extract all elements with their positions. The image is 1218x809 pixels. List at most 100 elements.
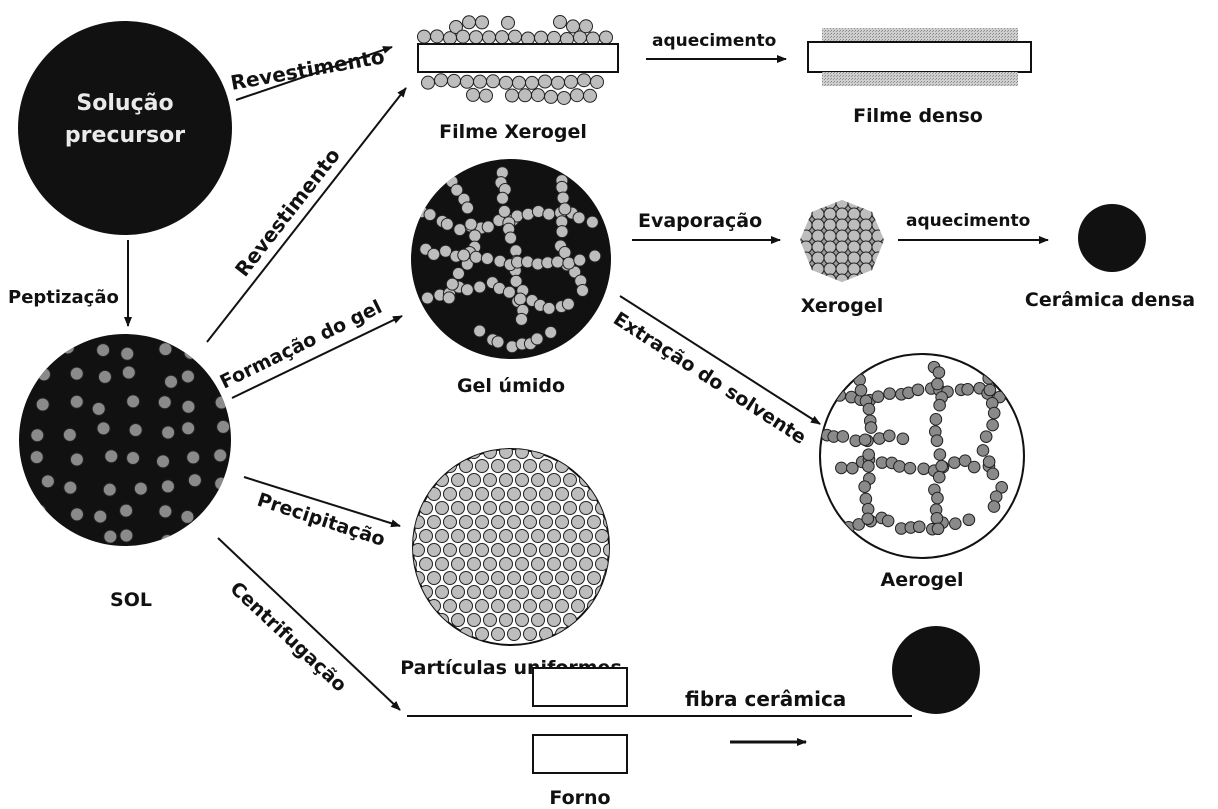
- xerogel-particle: [872, 219, 884, 231]
- film-particle: [539, 75, 552, 88]
- aerogel-particle: [932, 492, 944, 504]
- aerogel-particle: [931, 435, 943, 447]
- uniform-particle: [412, 600, 425, 613]
- uniform-particle: [420, 474, 433, 487]
- film-particle: [600, 31, 613, 44]
- xerogel-particle: [848, 208, 860, 220]
- sol-particle: [41, 475, 54, 488]
- uniform-particle: [596, 502, 609, 515]
- aerogel-particle: [968, 461, 980, 473]
- coating-top-label: Revestimento: [229, 44, 387, 95]
- film-particle: [435, 74, 448, 87]
- aerogel-particle: [950, 518, 962, 530]
- uniform-particle: [444, 572, 457, 585]
- wet-gel-node: Gel úmido: [411, 159, 611, 397]
- uniform-particle: [564, 502, 577, 515]
- uniform-particle: [444, 544, 457, 557]
- uniform-particle: [452, 614, 465, 627]
- film-particle: [502, 16, 515, 29]
- xerogel-film-label: Filme Xerogel: [439, 121, 587, 143]
- uniform-particle: [412, 488, 425, 501]
- dense-film-label: Filme denso: [853, 105, 983, 127]
- xerogel-particle: [872, 263, 884, 275]
- uniform-particle: [588, 572, 601, 585]
- xerogel-particle: [872, 230, 884, 242]
- uniform-particle: [404, 530, 417, 543]
- gel-particle: [543, 208, 555, 220]
- film-particle: [431, 30, 444, 43]
- wet-gel-label: Gel úmido: [457, 375, 565, 397]
- uniform-particle: [500, 558, 513, 571]
- xerogel-particle: [800, 208, 812, 220]
- xerogel-particle: [812, 274, 824, 286]
- gel-particle: [556, 181, 568, 193]
- xerogel-particle: [860, 252, 872, 264]
- xerogel-particle: [824, 230, 836, 242]
- sol-particle: [217, 420, 230, 433]
- sol-particle: [213, 536, 226, 549]
- aerogel-particle: [894, 461, 906, 473]
- film-particle: [418, 30, 431, 43]
- gel-particle: [446, 278, 458, 290]
- film-particle: [571, 89, 584, 102]
- uniform-particle: [436, 474, 449, 487]
- uniform-particle: [540, 460, 553, 473]
- film-particle: [506, 89, 519, 102]
- gel-particle: [428, 248, 440, 260]
- uniform-particle: [548, 474, 561, 487]
- precipitation-label: Precipitação: [254, 489, 387, 551]
- sol-particle: [30, 451, 43, 464]
- xerogel-particle: [884, 241, 896, 253]
- coating-diag-label: Revestimento: [230, 143, 345, 281]
- gel-particle: [589, 250, 601, 262]
- uniform-particle: [556, 544, 569, 557]
- xerogel-particle: [860, 263, 872, 275]
- uniform-particle: [524, 628, 537, 641]
- xerogel-particle: [800, 263, 812, 275]
- uniform-particle: [524, 460, 537, 473]
- xerogel-particle: [884, 208, 896, 220]
- uniform-particle: [532, 558, 545, 571]
- gel-particle: [497, 192, 509, 204]
- aerogel-particle: [865, 422, 877, 434]
- uniform-particle: [500, 614, 513, 627]
- uniform-particle: [428, 628, 441, 641]
- sol-particle: [61, 341, 74, 354]
- sol-particle: [162, 426, 175, 439]
- gel-particle: [422, 292, 434, 304]
- film-bottom-particles: [422, 74, 604, 105]
- xerogel-particle: [848, 274, 860, 286]
- uniform-particle: [548, 586, 561, 599]
- uniform-particle: [540, 600, 553, 613]
- uniform-particle: [524, 544, 537, 557]
- uniform-particle: [476, 628, 489, 641]
- sol-particle: [184, 346, 197, 359]
- uniform-particle: [428, 516, 441, 529]
- xerogel-particle: [872, 208, 884, 220]
- uniform-particle: [452, 586, 465, 599]
- uniform-particle: [468, 558, 481, 571]
- sol-particle: [70, 508, 83, 521]
- uniform-particle: [516, 474, 529, 487]
- uniform-particle: [564, 530, 577, 543]
- uniform-particle: [508, 488, 521, 501]
- aerogel-node: Aerogel: [820, 354, 1024, 591]
- uniform-particle: [540, 572, 553, 585]
- film-particle: [422, 76, 435, 89]
- aerogel-particle: [882, 515, 894, 527]
- aerogel-particle: [918, 463, 930, 475]
- uniform-particle: [500, 502, 513, 515]
- sol-particle: [36, 398, 49, 411]
- uniform-particle: [508, 516, 521, 529]
- xerogel-particle: [872, 197, 884, 209]
- dense-film-substrate: [808, 42, 1031, 72]
- uniform-particle: [468, 614, 481, 627]
- aerogel-particle: [934, 399, 946, 411]
- film-particle: [580, 20, 593, 33]
- sol-particle: [103, 483, 116, 496]
- uniform-particle: [460, 600, 473, 613]
- aerogel-particle: [859, 434, 871, 446]
- film-particle: [565, 75, 578, 88]
- aerogel-particle: [987, 468, 999, 480]
- uniform-particle: [452, 446, 465, 459]
